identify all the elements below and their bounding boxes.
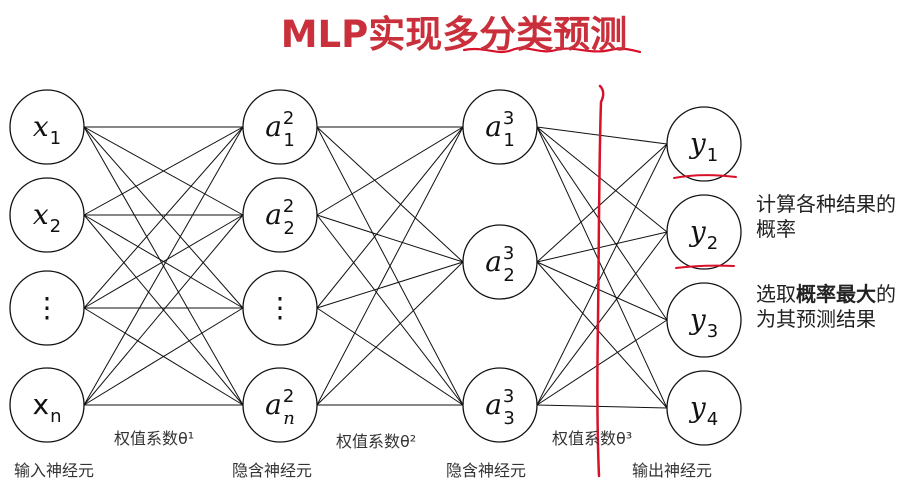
note-select-max: 选取概率最大的为其预测结果 xyxy=(756,282,906,332)
svg-text:y2: y2 xyxy=(688,215,718,254)
page-title: MLP实现多分类预测 xyxy=(280,13,628,56)
neuron-1-3: ⋮ xyxy=(9,270,85,346)
connection-line xyxy=(83,126,244,216)
svg-text:⋮: ⋮ xyxy=(266,291,294,324)
note-select-pre: 选取 xyxy=(756,282,796,306)
connection-line xyxy=(536,126,668,233)
connection-line xyxy=(536,261,668,409)
svg-text:⋮: ⋮ xyxy=(33,291,61,324)
connection-line xyxy=(536,143,668,263)
weight-label-3: 权值系数θ³ xyxy=(552,429,633,448)
svg-text:x2: x2 xyxy=(33,198,61,237)
neuron-1-1: x1 xyxy=(9,89,85,165)
svg-text:xn: xn xyxy=(33,388,62,427)
red-annotations xyxy=(462,47,737,478)
layer-label-output: 输出神经元 xyxy=(632,461,713,480)
connection-line xyxy=(83,307,244,406)
neuron-1-4: xn xyxy=(9,367,85,443)
neuron-4-2: y2 xyxy=(666,194,742,270)
connection-line xyxy=(83,214,244,406)
connection-line xyxy=(536,143,668,406)
connection-line xyxy=(316,126,464,309)
connection-line xyxy=(536,231,668,406)
neuron-4-4: y4 xyxy=(666,370,742,446)
svg-text:a32: a32 xyxy=(485,243,515,286)
note-select-bold: 概率最大 xyxy=(796,282,876,306)
connection-line xyxy=(316,126,464,406)
layer-label-hidden-2: 隐含神经元 xyxy=(446,461,527,480)
svg-text:a31: a31 xyxy=(485,108,515,151)
neuron-1-2: x2 xyxy=(9,177,85,253)
connection-line xyxy=(316,261,464,406)
svg-text:a21: a21 xyxy=(265,108,295,151)
divider-mark xyxy=(596,84,605,478)
svg-text:x1: x1 xyxy=(33,110,61,149)
svg-text:y1: y1 xyxy=(688,127,718,166)
connection-line xyxy=(536,126,668,409)
output-underline-2 xyxy=(675,264,735,269)
connection-line xyxy=(83,126,244,309)
connection-line xyxy=(536,319,668,406)
layer-label-hidden-1: 隐含神经元 xyxy=(232,461,313,480)
svg-text:a33: a33 xyxy=(485,386,515,429)
connection-line xyxy=(316,126,464,216)
connection-line xyxy=(536,126,668,321)
connection-line xyxy=(536,404,668,409)
svg-text:a2n: a2n xyxy=(265,386,295,429)
note-select-post: 的为其预测结果 xyxy=(756,282,896,331)
weight-label-1: 权值系数θ¹ xyxy=(114,429,195,448)
connection-line xyxy=(83,126,244,406)
neuron-4-1: y1 xyxy=(666,106,742,182)
svg-text:a22: a22 xyxy=(265,196,295,239)
weight-label-2: 权值系数θ² xyxy=(336,432,417,451)
neuron-2-3: ⋮ xyxy=(242,270,318,346)
svg-text:y3: y3 xyxy=(688,303,718,342)
connection-line xyxy=(536,126,668,145)
connection-line xyxy=(536,231,668,263)
connection-line xyxy=(536,261,668,321)
connection-line xyxy=(316,214,464,263)
connection-line xyxy=(83,214,244,309)
connection-line xyxy=(316,307,464,406)
layer-label-input: 输入神经元 xyxy=(14,461,95,480)
title-underline xyxy=(462,47,642,54)
connection-line xyxy=(316,261,464,309)
connection-line xyxy=(316,126,464,263)
output-underline-1 xyxy=(673,174,737,179)
svg-text:y4: y4 xyxy=(688,391,718,430)
connection-lines xyxy=(83,126,668,409)
neuron-4-3: y3 xyxy=(666,282,742,358)
note-probability: 计算各种结果的概率 xyxy=(756,192,896,241)
connection-line xyxy=(316,214,464,406)
